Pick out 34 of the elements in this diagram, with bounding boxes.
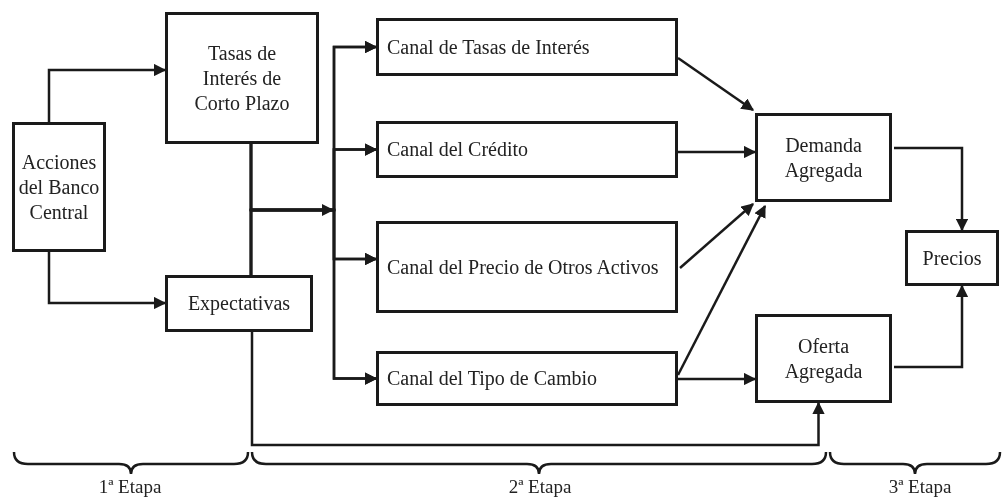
stage-label: 1ª Etapa bbox=[98, 476, 162, 498]
process-box bbox=[755, 314, 892, 403]
arrow bbox=[250, 332, 825, 447]
process-box bbox=[165, 12, 319, 144]
process-box bbox=[376, 121, 678, 178]
process-box bbox=[165, 275, 313, 332]
box-label: Tasas de Interés de Corto Plazo bbox=[193, 40, 291, 116]
stage-label: 2ª Etapa bbox=[508, 476, 572, 498]
arrow bbox=[47, 252, 167, 310]
box-label: Oferta Agregada bbox=[783, 333, 864, 384]
arrow bbox=[676, 204, 767, 376]
arrow bbox=[47, 63, 167, 122]
process-box bbox=[12, 122, 106, 252]
process-box bbox=[905, 230, 999, 286]
arrow bbox=[677, 56, 755, 112]
arrow bbox=[678, 372, 757, 386]
box-label: Precios bbox=[922, 245, 982, 271]
box-label: Canal del Crédito bbox=[387, 137, 529, 162]
stage-label: 3ª Etapa bbox=[888, 476, 952, 498]
process-box bbox=[755, 113, 892, 202]
box-label: Demanda Agregada bbox=[783, 132, 864, 183]
arrow bbox=[249, 208, 378, 385]
box-label: Canal de Tasas de Interés bbox=[387, 34, 590, 60]
process-box bbox=[376, 18, 678, 76]
box-label: Acciones del Banco Central bbox=[17, 149, 101, 225]
arrow bbox=[894, 146, 969, 232]
box-label: Canal del Tipo de Cambio bbox=[387, 366, 597, 391]
box-label: Canal del Precio de Otros Activos bbox=[387, 254, 659, 280]
process-box bbox=[376, 351, 678, 406]
arrow bbox=[679, 203, 754, 269]
arrow bbox=[894, 284, 969, 369]
arrow bbox=[678, 145, 757, 159]
box-label: Expectativas bbox=[187, 291, 291, 316]
process-box bbox=[376, 221, 678, 313]
